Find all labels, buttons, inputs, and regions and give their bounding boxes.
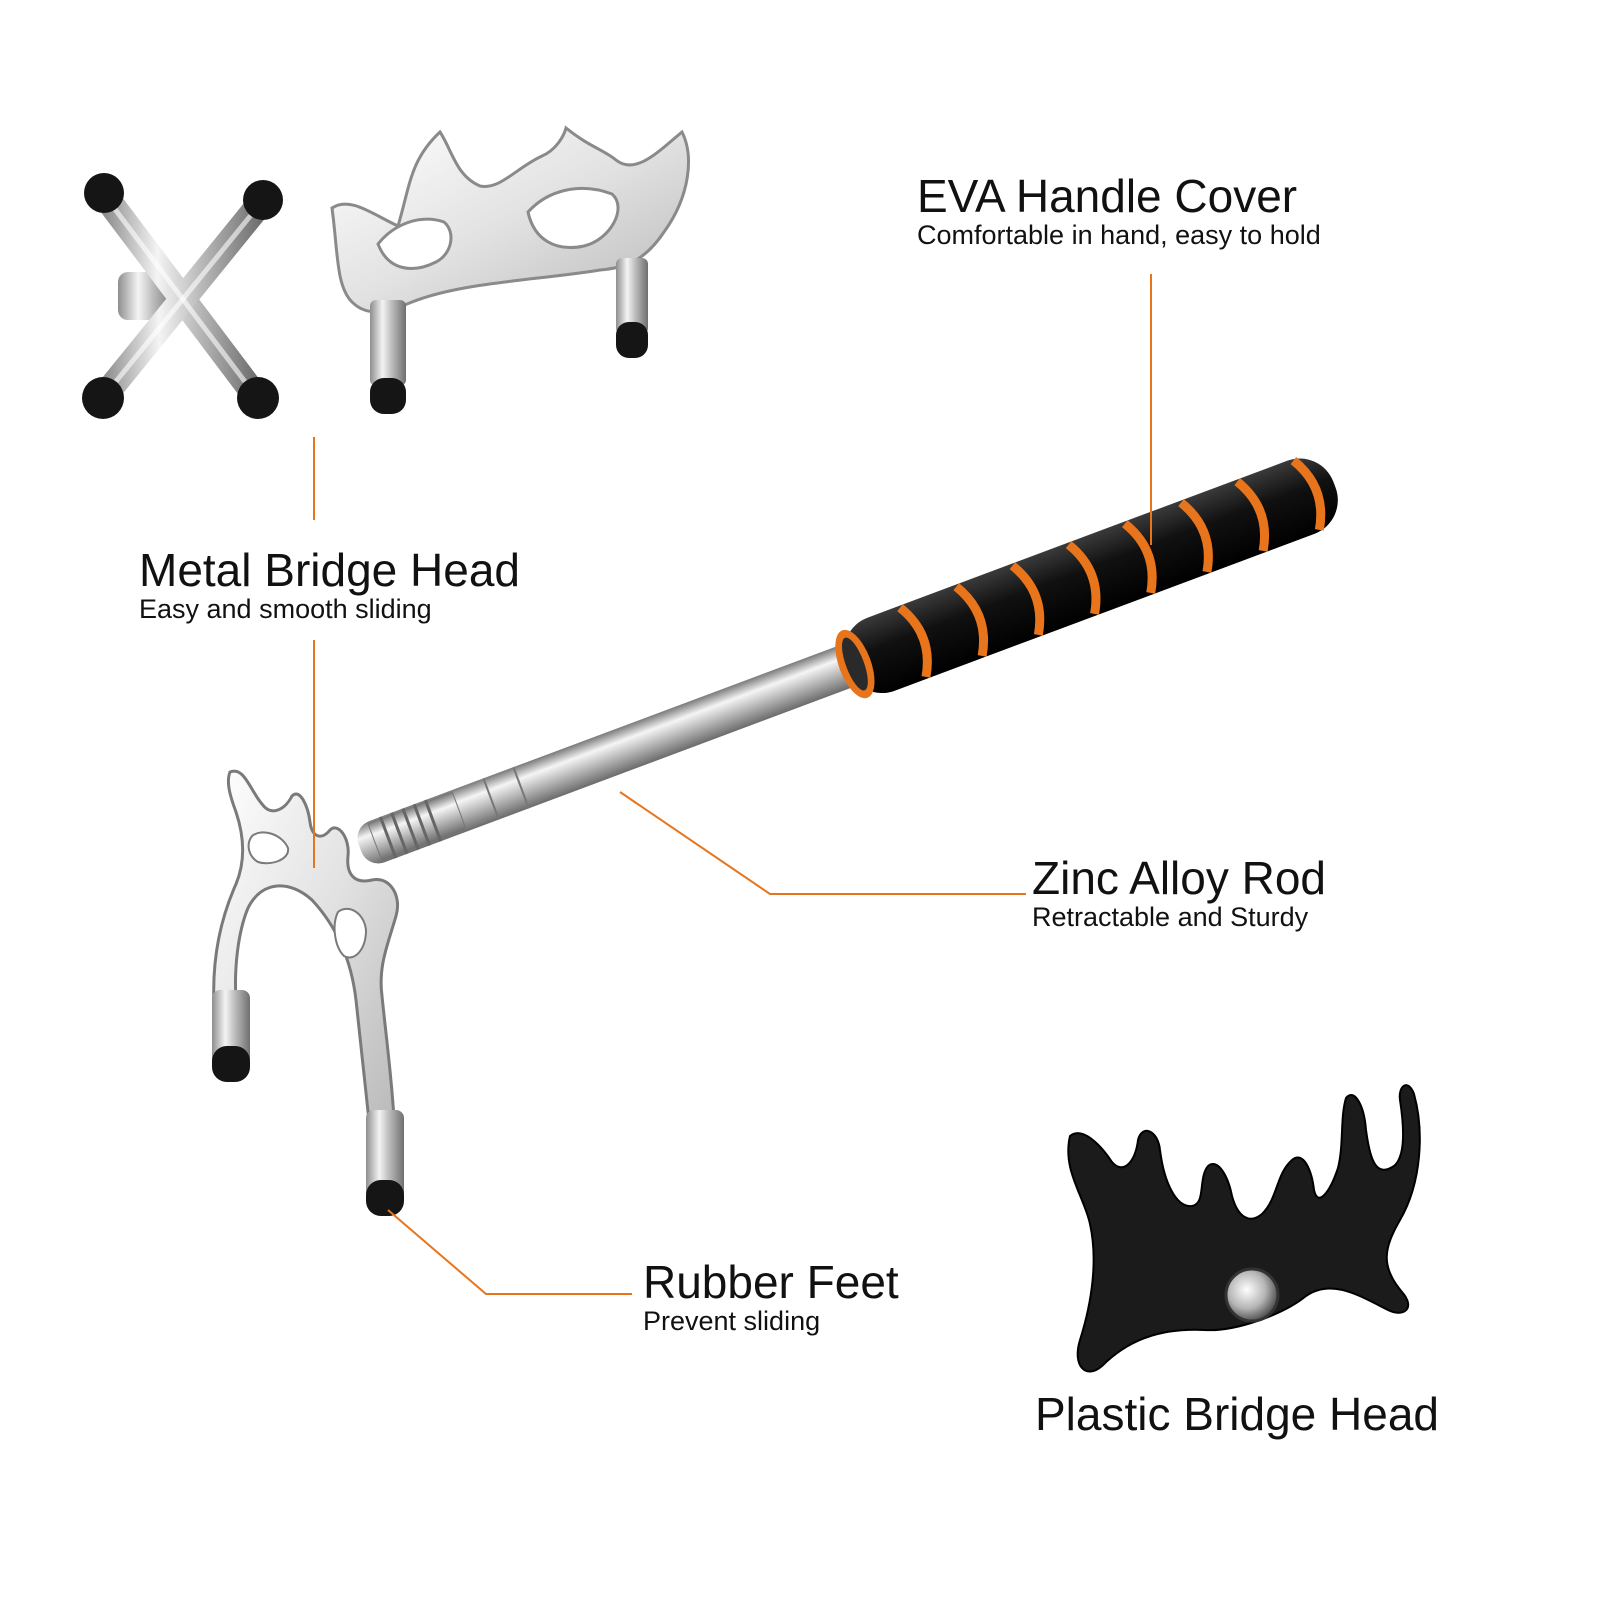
eva-handle-subtitle: Comfortable in hand, easy to hold [917, 220, 1321, 250]
rubber-foot [212, 1046, 250, 1082]
zinc-rod-callout: Zinc Alloy Rod Retractable and Sturdy [1032, 854, 1326, 932]
plastic-bridge-title: Plastic Bridge Head [1035, 1388, 1439, 1440]
plastic-bridge-callout: Plastic Bridge Head [1035, 1390, 1439, 1438]
plastic-bridge-head [1067, 1084, 1421, 1373]
crown-leg [616, 258, 648, 334]
plastic-bridge-plate [1067, 1084, 1421, 1373]
rubber-tip [237, 377, 279, 419]
zinc-alloy-rod [357, 643, 869, 864]
rubber-feet-title: Rubber Feet [643, 1256, 899, 1308]
zinc-rod-subtitle: Retractable and Sturdy [1032, 902, 1309, 932]
rubber-tip [82, 377, 124, 419]
rubber-feet-subtitle: Prevent sliding [643, 1306, 821, 1336]
zinc-callout-line [619, 791, 1026, 895]
bridge-leg [212, 990, 250, 1066]
chrome-stud [1224, 1267, 1280, 1323]
telescopic-bridge-stick [212, 457, 1338, 1216]
cross-bridge-head [82, 173, 283, 419]
crown-bridge-head [330, 125, 690, 414]
rubber-callout-line [387, 1209, 632, 1295]
callout-lines [313, 274, 1152, 1295]
rubber-tip [243, 180, 283, 220]
rubber-tip [84, 173, 124, 213]
rubber-foot [366, 1180, 404, 1216]
crown-hole [526, 186, 620, 249]
crown-leg [370, 300, 406, 386]
eva-handle-callout: EVA Handle Cover Comfortable in hand, ea… [917, 172, 1321, 250]
metal-bridge-subtitle: Easy and smooth sliding [139, 594, 432, 624]
crown-hole [376, 217, 453, 270]
rubber-tip [616, 322, 648, 358]
rubber-feet-callout: Rubber Feet Prevent sliding [643, 1258, 899, 1336]
metal-bridge-title: Metal Bridge Head [139, 544, 520, 596]
metal-bridge-callout: Metal Bridge Head Easy and smooth slidin… [139, 546, 520, 624]
zinc-rod-title: Zinc Alloy Rod [1032, 852, 1327, 904]
eva-handle-title: EVA Handle Cover [917, 170, 1298, 222]
bridge-leg [366, 1110, 404, 1200]
rubber-tip [370, 378, 406, 414]
